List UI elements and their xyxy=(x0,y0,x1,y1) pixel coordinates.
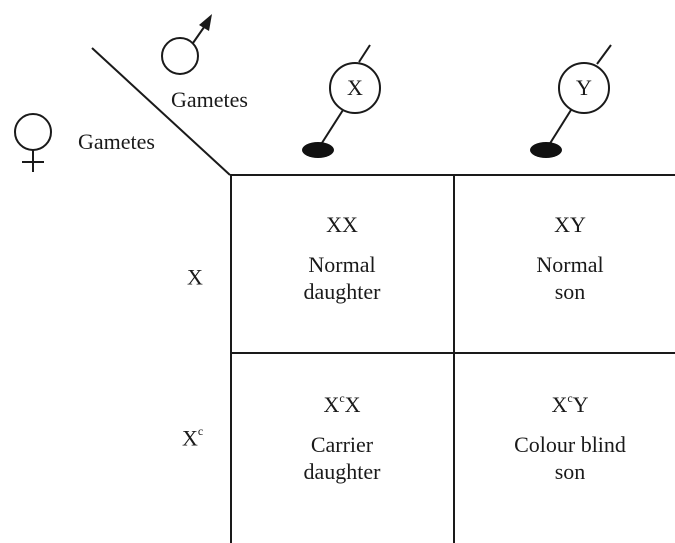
cell-xcy: XcY Colour blind son xyxy=(470,390,670,485)
cell-phenotype-line2: son xyxy=(554,458,586,484)
cell-phenotype-line2: daughter xyxy=(303,278,381,304)
cell-xcx: XcX Carrier daughter xyxy=(242,390,442,485)
female-gametes-label: Gametes xyxy=(78,129,155,154)
cell-phenotype-line2: daughter xyxy=(303,458,381,484)
cell-xx: XX Normal daughter xyxy=(242,212,442,305)
cell-genotype: XcX xyxy=(323,390,361,417)
cell-genotype: XcY xyxy=(551,390,589,417)
cell-phenotype-line1: Normal xyxy=(308,252,376,278)
row-gamete-xc: Xc xyxy=(182,424,204,451)
cell-xy: XY Normal son xyxy=(470,212,670,305)
male-symbol-icon xyxy=(161,14,212,75)
sperm-x-icon xyxy=(302,44,381,158)
cell-phenotype-line1: Normal xyxy=(536,252,604,278)
cell-phenotype-line1: Colour blind xyxy=(514,432,626,458)
cell-phenotype-line2: son xyxy=(554,278,586,304)
column-gamete-x: X xyxy=(347,75,363,100)
cell-phenotype-line1: Carrier xyxy=(310,432,374,458)
column-gamete-y: Y xyxy=(576,75,592,100)
sperm-y-icon xyxy=(530,44,612,158)
female-symbol-icon xyxy=(14,113,52,172)
corner-diagonal-line xyxy=(91,47,231,176)
punnett-grid xyxy=(230,174,675,543)
cell-genotype: XX xyxy=(326,212,358,237)
row-gamete-x: X xyxy=(187,264,203,290)
male-gametes-label: Gametes xyxy=(171,87,248,112)
cell-genotype: XY xyxy=(554,212,586,237)
